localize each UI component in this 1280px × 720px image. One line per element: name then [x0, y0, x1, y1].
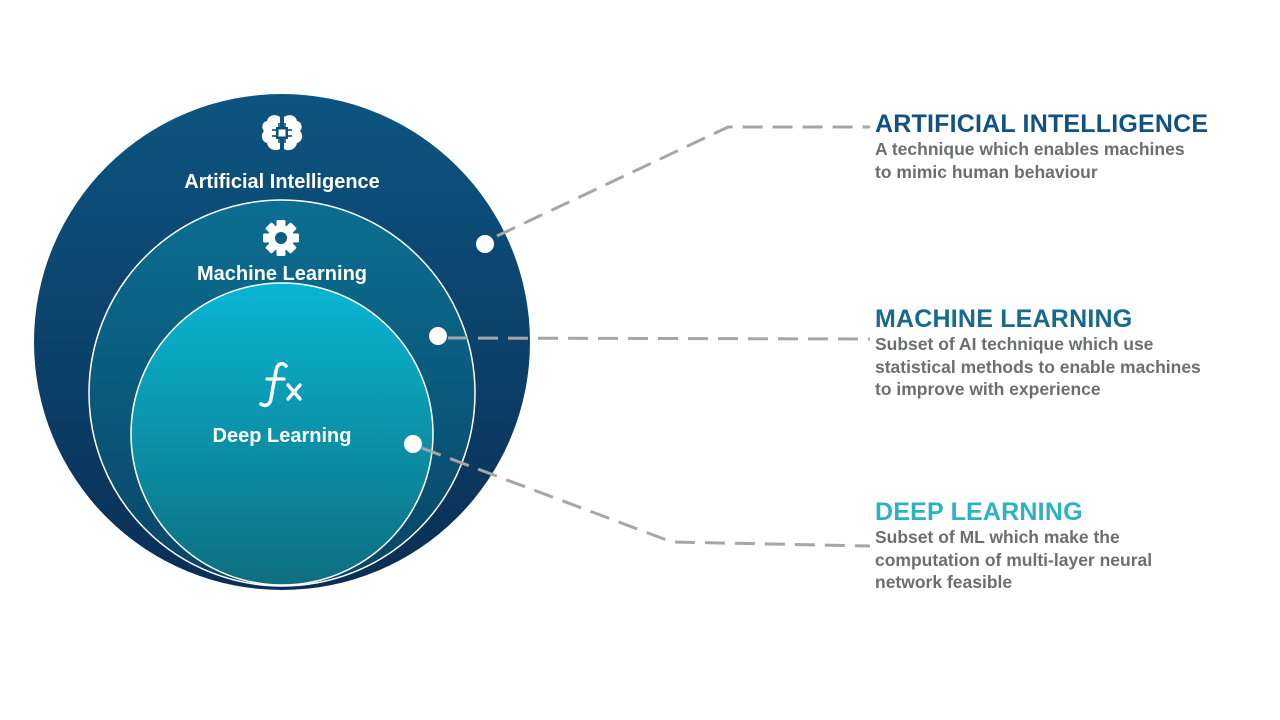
dl-connector-dot [404, 435, 422, 453]
ml-connector [447, 336, 871, 341]
description-line: Subset of ML which make the [875, 527, 1120, 547]
ai-connector-dot [476, 235, 494, 253]
ml-description-panel: MACHINE LEARNING Subset of AI technique … [875, 305, 1255, 401]
dl-panel-title: DEEP LEARNING [875, 498, 1083, 526]
description-line: statistical methods to enable machines [875, 356, 1201, 377]
dl-circle [130, 282, 434, 586]
ai-panel-title: ARTIFICIAL INTELLIGENCE [875, 110, 1209, 138]
brain-chip-icon [261, 115, 303, 151]
dl-circle-label: Deep Learning [213, 425, 352, 447]
ml-connector-dot [429, 327, 447, 345]
description-line: A technique which enables machines [875, 139, 1185, 159]
ai-panel-description: A technique which enables machines to mi… [875, 138, 1255, 183]
function-fx-icon [259, 361, 302, 408]
dl-description-panel: DEEP LEARNING Subset of ML which make th… [875, 498, 1255, 594]
description-line: network feasible [875, 572, 1013, 592]
ml-circle-label: Machine Learning [197, 263, 367, 285]
description-line: Subset of AI technique which use [875, 334, 1154, 354]
connectors [421, 125, 871, 548]
ml-panel-description: Subset of AI technique which use statist… [875, 333, 1255, 401]
ai-description-panel: ARTIFICIAL INTELLIGENCE A technique whic… [875, 110, 1255, 183]
dl-connector [421, 446, 871, 548]
description-line: computation of multi-layer neural [875, 549, 1153, 570]
description-line: to improve with experience [875, 379, 1101, 399]
ai-circle-label: Artificial Intelligence [184, 171, 380, 193]
dl-panel-description: Subset of ML which make the computation … [875, 526, 1255, 594]
description-line: to mimic human behaviour [875, 161, 1098, 182]
ai-connector [496, 125, 870, 238]
gear-icon [263, 220, 299, 256]
ml-panel-title: MACHINE LEARNING [875, 305, 1133, 333]
